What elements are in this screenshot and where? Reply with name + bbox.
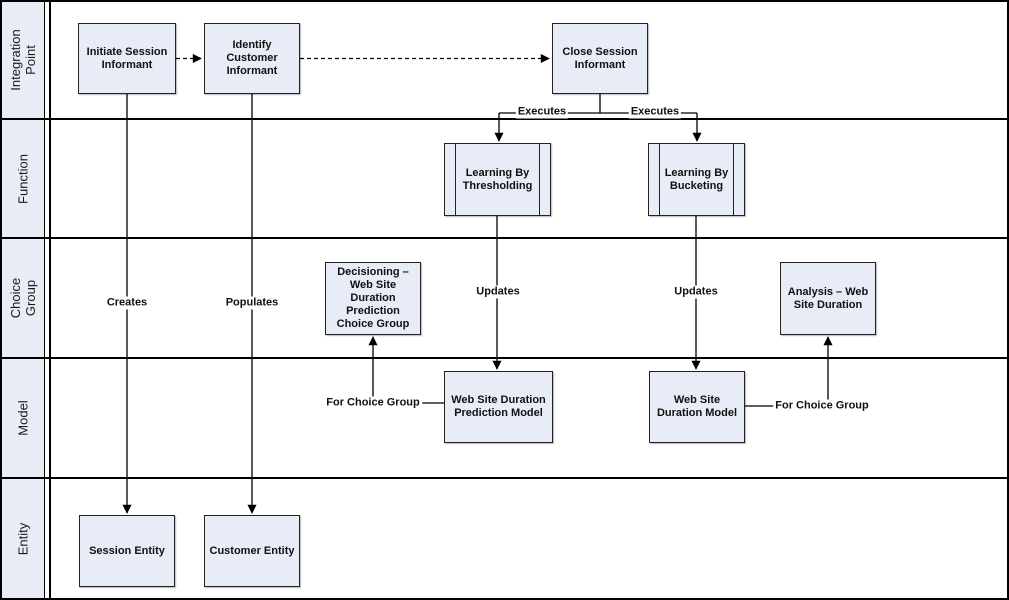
lane-header-model: Model [2,359,45,477]
node-learning-by-bucketing: Learning By Bucketing [648,143,745,216]
node-label: Web Site Duration Model [656,394,738,419]
node-label: Learning By Thresholding [462,166,533,192]
edge-label-executes: Executes [515,105,569,119]
node-customer-entity: Customer Entity [204,515,300,587]
edge-label-for-choice-group: For Choice Group [773,399,871,413]
lane-divider [0,357,1009,359]
lane-header-integration-point: Integration Point [2,2,45,118]
edge-for-choice-group-left [368,336,444,404]
lane-label: Entity [15,522,31,555]
edge-label-creates: Creates [104,296,150,310]
subprocess-bar [455,144,456,215]
lane-label: Choice Group [8,277,38,319]
lane-divider [0,477,1009,479]
subprocess-bar [733,144,734,215]
subprocess-bar [539,144,540,215]
edge-label-updates: Updates [474,285,522,299]
lane-label: Function [15,153,31,204]
node-label: Customer Entity [209,544,295,557]
node-label: Close Session Informant [562,45,638,71]
node-label: Initiate Session Informant [86,45,168,71]
node-label: Analysis – Web Site Duration [787,285,869,311]
lane-header-entity: Entity [2,479,45,598]
node-label: Session Entity [89,544,165,557]
lane-frame-line [49,0,51,600]
lane-label: Model [15,400,31,436]
node-analysis-web-site-duration: Analysis – Web Site Duration [780,262,876,335]
lane-header-choice-group: Choice Group [2,239,45,357]
lane-divider [0,118,1009,120]
lane-label: Integration Point [8,29,38,91]
lane-header-function: Function [2,120,45,237]
node-session-entity: Session Entity [79,515,175,587]
edge-for-choice-group-right [745,336,833,407]
node-web-site-duration-prediction-model: Web Site Duration Prediction Model [444,371,553,443]
subprocess-bar [659,144,660,215]
node-decisioning-choice-group: Decisioning – Web Site Duration Predicti… [325,262,421,335]
lane-divider [0,237,1009,239]
node-label: Decisioning – Web Site Duration Predicti… [336,266,410,330]
edge-label-populates: Populates [223,296,281,310]
node-initiate-session-informant: Initiate Session Informant [78,23,176,94]
node-label: Learning By Bucketing [664,166,729,192]
edge-label-updates: Updates [672,285,720,299]
edge-label-for-choice-group: For Choice Group [324,396,422,410]
node-web-site-duration-model: Web Site Duration Model [649,371,745,443]
node-label: Identify Customer Informant [226,39,278,77]
edge-label-executes: Executes [628,105,682,119]
node-label: Web Site Duration Prediction Model [451,394,546,419]
node-identify-customer-informant: Identify Customer Informant [204,23,300,94]
node-close-session-informant: Close Session Informant [552,23,648,94]
node-learning-by-thresholding: Learning By Thresholding [444,143,551,216]
